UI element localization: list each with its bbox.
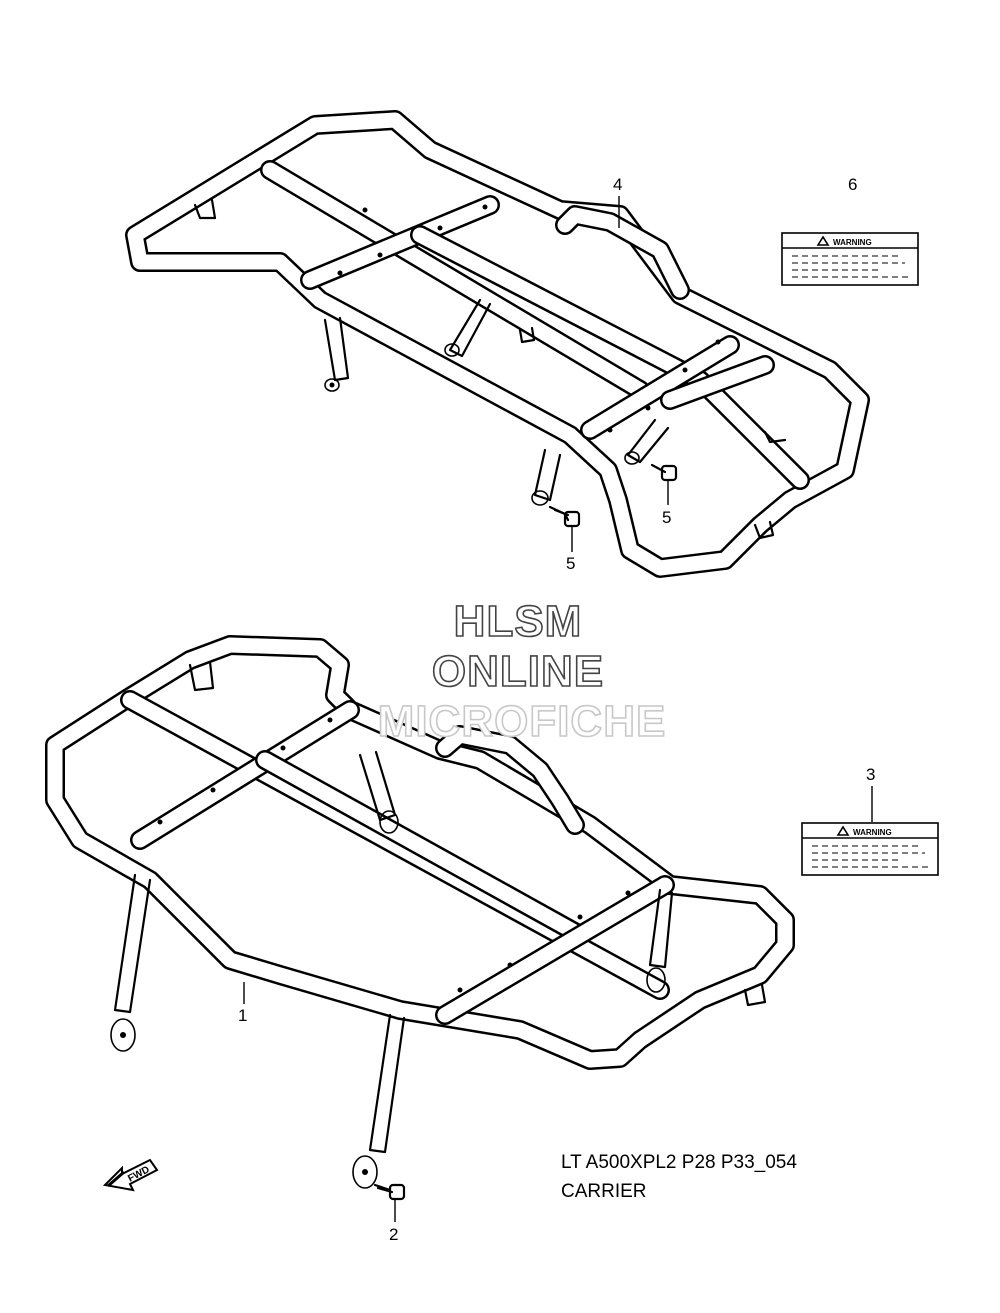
callouts: 4 6 5 5 3 1 2: [238, 175, 875, 1244]
bolt-part-5b: [650, 463, 678, 482]
warning-label-6-title: WARNING: [833, 238, 872, 247]
warning-label-3-title: WARNING: [853, 828, 892, 837]
callout-5b: 5: [662, 508, 671, 527]
callout-2: 2: [389, 1225, 398, 1244]
callout-5a: 5: [566, 554, 575, 573]
caption: LT A500XPL2 P28 P33_054 CARRIER: [561, 1152, 797, 1202]
watermark: HLSM ONLINE MICROFICHE: [377, 596, 667, 747]
fwd-label: FWD: [126, 1164, 151, 1184]
watermark-line-3: MICROFICHE: [378, 697, 667, 746]
warning-label-part-3: WARNING: [801, 822, 939, 876]
bolt-part-2: [373, 1183, 406, 1201]
warning-label-part-6: WARNING: [781, 232, 919, 286]
watermark-line-2: ONLINE: [432, 647, 604, 696]
rear-carrier-part-4: [125, 110, 870, 578]
front-carrier-part-1: [45, 635, 795, 1189]
bolt-part-5a: [548, 505, 581, 528]
forward-arrow-icon: FWD: [102, 1158, 159, 1192]
callout-1: 1: [238, 1006, 247, 1025]
callout-3: 3: [866, 765, 875, 784]
callout-6: 6: [848, 175, 857, 194]
caption-code: LT A500XPL2 P28 P33_054: [561, 1152, 797, 1173]
caption-name: CARRIER: [561, 1181, 647, 1202]
watermark-line-1: HLSM: [454, 597, 583, 646]
callout-4: 4: [613, 175, 622, 194]
